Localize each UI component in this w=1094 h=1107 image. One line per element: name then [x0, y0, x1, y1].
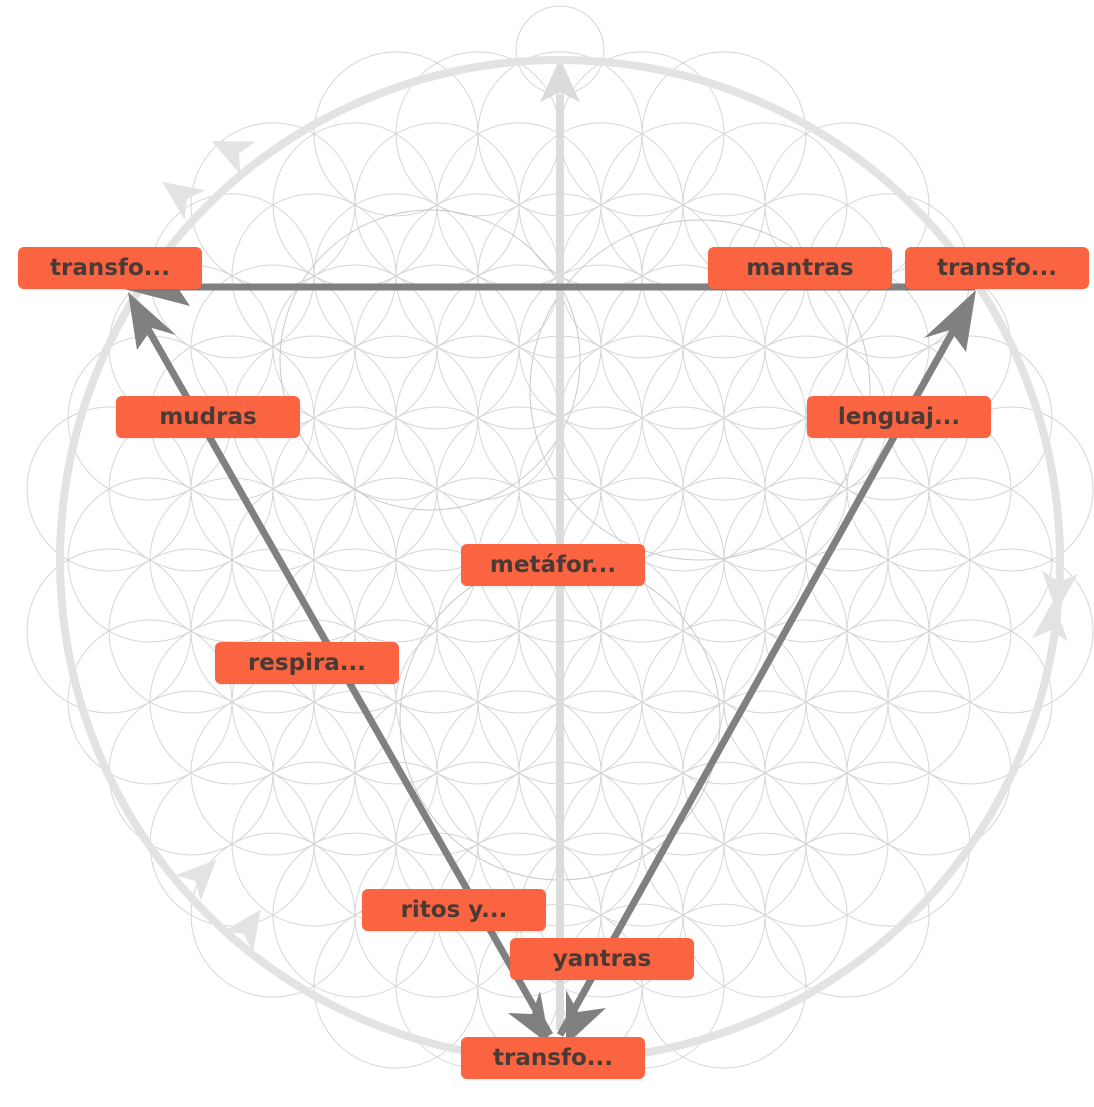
- arrow-head-right-up: [924, 290, 976, 352]
- large-circle: [279, 209, 581, 511]
- circle-lattice: [26, 5, 1094, 1069]
- node-lenguaj[interactable]: lenguaj...: [807, 396, 991, 438]
- ring-arrow-icon: [175, 859, 217, 901]
- node-metafor[interactable]: metáfor...: [461, 544, 645, 586]
- ring-arrow-icon: [1042, 570, 1078, 612]
- node-mantras[interactable]: mantras: [708, 247, 892, 289]
- arrow-head-left-up: [128, 292, 176, 350]
- node-transfo-bottom[interactable]: transfo...: [461, 1037, 645, 1079]
- node-ritos[interactable]: ritos y...: [362, 889, 546, 931]
- lattice-circle: [641, 903, 807, 1069]
- vertical-axis-arrow-icon: [540, 58, 580, 102]
- node-mudras[interactable]: mudras: [116, 396, 300, 438]
- ring-arrow-icon: [211, 141, 256, 175]
- node-transfo-top-right[interactable]: transfo...: [905, 247, 1089, 289]
- ring-arrow-icon: [1032, 600, 1068, 642]
- arrow-head-bottom-left: [508, 991, 550, 1045]
- node-respira[interactable]: respira...: [215, 642, 399, 684]
- ring-arrow-icon: [162, 182, 206, 220]
- arrow-head-bottom-right: [566, 990, 606, 1045]
- large-circle: [529, 219, 871, 561]
- ring-arrow-icon: [223, 909, 261, 953]
- node-transfo-top-left[interactable]: transfo...: [18, 247, 202, 289]
- top-circle: [515, 5, 605, 95]
- node-yantras[interactable]: yantras: [510, 938, 694, 980]
